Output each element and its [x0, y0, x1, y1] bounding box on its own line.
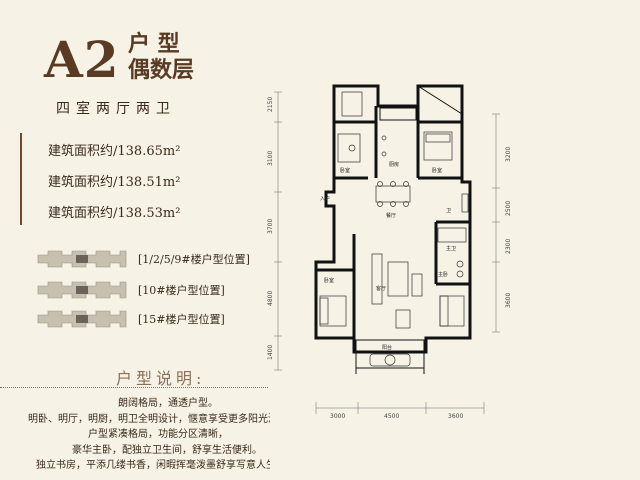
- room-label-entrance: 入户: [320, 195, 330, 202]
- description-title: 户型说明:: [116, 369, 206, 388]
- room-label-bath2: 主卫: [446, 245, 456, 252]
- location-row: [1/2/5/9#楼户型位置]: [36, 248, 266, 270]
- dimension-labels: 2150 3100 3700 4800 1400 3200 2500 2300 …: [267, 97, 512, 420]
- room-label-dining: 餐厅: [386, 212, 396, 219]
- thin-walls: [355, 85, 463, 374]
- furniture: [319, 91, 469, 367]
- unit-type-floor: 偶数层: [128, 57, 195, 83]
- building-footprint-icon: [37, 310, 127, 328]
- dim-bottom-label: 4500: [384, 413, 399, 420]
- room-label-bedroom-nw: 卧室: [340, 167, 350, 174]
- location-label: [15#楼户型位置]: [138, 313, 225, 326]
- room-label-bedroom-ne: 卧室: [432, 167, 442, 174]
- location-label: [10#楼户型位置]: [138, 284, 225, 297]
- description-body: 朗阔格局，通透户型。 明卧、明厅，明厨，明卫全明设计，惬意享受更多阳光温暖 户型…: [0, 396, 270, 474]
- unit-type-caption: 户 型 偶数层: [128, 31, 194, 83]
- description-line: 独立书房，平添几缕书香，闲暇挥毫泼墨舒享写意人生: [36, 460, 270, 471]
- area-accent-bar: [20, 133, 22, 225]
- dim-right-label: 2300: [505, 239, 512, 254]
- dim-left-label: 3100: [267, 151, 274, 166]
- area-line-2: 建筑面积约/138.51m²: [48, 175, 181, 190]
- location-row: [10#楼户型位置]: [36, 279, 266, 301]
- description-line: 明卧、明厅，明厨，明卫全明设计，惬意享受更多阳光温暖: [28, 413, 270, 425]
- floor-plan: 2150 3100 3700 4800 1400 3200 2500 2300 …: [267, 84, 512, 420]
- dim-left-label: 3700: [267, 219, 274, 234]
- building-footprint-icon: [37, 250, 127, 268]
- dim-right-label: 3200: [505, 147, 512, 162]
- room-label-kitchen: 厨房: [389, 161, 399, 168]
- layout-subtitle: 四室两厅两卫: [56, 101, 176, 117]
- area-line-3: 建筑面积约/138.53m²: [48, 206, 181, 221]
- description-line: 朗阔格局，通透户型。: [118, 398, 218, 409]
- dimension-lines: [274, 91, 500, 414]
- unit-type-word: 户 型: [128, 31, 180, 57]
- dim-left-label: 1400: [267, 345, 274, 360]
- room-labels: 卧室 厨房 卧室 餐厅 客厅 卧室 主卧 卫 主卫 阳台 入户: [320, 161, 456, 351]
- location-label: [1/2/5/9#楼户型位置]: [138, 253, 250, 266]
- dim-bottom-label: 3600: [448, 413, 463, 420]
- description-divider: [0, 387, 268, 388]
- unit-type-code: A2: [44, 30, 120, 89]
- walls: [314, 84, 472, 354]
- dim-right-label: 2500: [505, 201, 512, 216]
- building-footprint-icon: [37, 281, 127, 299]
- location-row: [15#楼户型位置]: [36, 308, 266, 330]
- dim-left-label: 4800: [267, 291, 274, 306]
- description-line: 豪华主卧，配独立卫生间，舒享生活便利。: [72, 444, 262, 456]
- room-label-balcony: 阳台: [382, 344, 392, 351]
- room-label-bath: 卫: [446, 208, 451, 214]
- dim-bottom-label: 3000: [330, 413, 345, 420]
- room-label-bedroom-w: 卧室: [324, 277, 334, 284]
- description-line: 户型紧凑格局，功能分区清晰，: [88, 429, 228, 440]
- area-line-1: 建筑面积约/138.65m²: [48, 144, 181, 159]
- room-label-living: 客厅: [376, 285, 386, 292]
- dim-left-label: 2150: [267, 97, 274, 112]
- dim-right-label: 3600: [505, 293, 512, 308]
- room-label-bedroom-se: 主卧: [438, 271, 448, 278]
